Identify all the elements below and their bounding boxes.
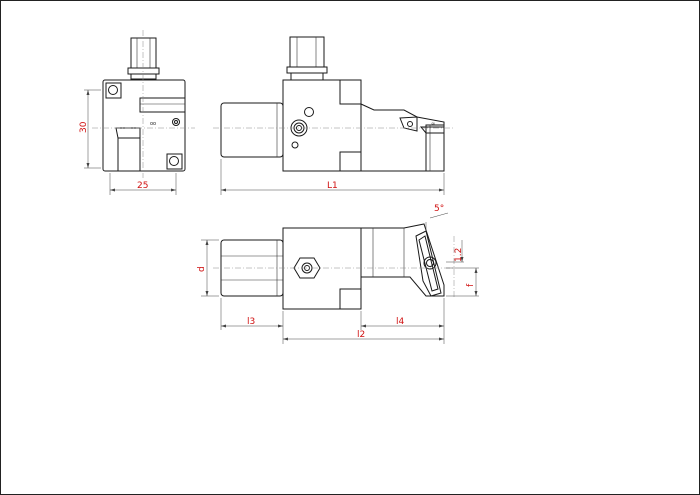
front-view: oo <box>84 30 195 195</box>
front-screw-mark: oo <box>150 121 156 127</box>
top-view <box>201 212 479 344</box>
side-view: ∞ <box>213 36 455 195</box>
dim-label-l2: l2 <box>357 330 365 340</box>
dim-label-d: d <box>197 266 207 272</box>
dim-label-l1: L1 <box>327 181 338 191</box>
dim-label-l3: l3 <box>247 317 255 327</box>
dim-label-30: 30 <box>79 121 89 133</box>
insert-mark-side: ∞ <box>431 121 435 127</box>
dim-label-25: 25 <box>137 181 148 191</box>
dim-label-l4: l4 <box>396 317 405 327</box>
dim-label-f: f <box>466 283 476 287</box>
dim-label-5deg: 5° <box>434 204 444 214</box>
dim-label-1-2: 1.2 <box>454 248 464 262</box>
